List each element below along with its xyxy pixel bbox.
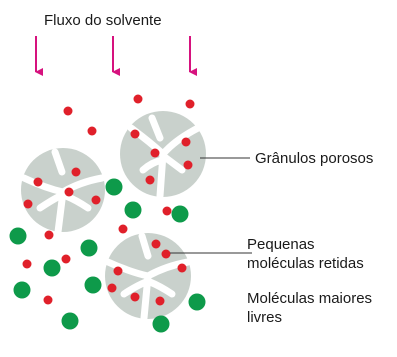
large-molecule: [124, 201, 142, 219]
small-molecule: [61, 254, 71, 264]
small-molecule: [130, 129, 140, 139]
small-molecule: [64, 187, 74, 197]
large-molecule: [13, 281, 31, 299]
small-molecule: [43, 295, 53, 305]
small-molecule: [181, 137, 191, 147]
small-molecule: [71, 167, 81, 177]
small-molecule: [33, 177, 43, 187]
small-molecule: [155, 296, 165, 306]
small-molecule: [23, 199, 33, 209]
large-molecules: [9, 178, 206, 333]
leader-lines: [170, 157, 252, 254]
solvent-flow-title: Fluxo do solvente: [44, 12, 162, 29]
small-molecule: [133, 94, 143, 104]
small-molecule: [87, 126, 97, 136]
small-molecule: [63, 106, 73, 116]
large-molecule: [9, 227, 27, 245]
small-molecules-label-line1: Pequenas: [247, 236, 315, 253]
solvent-flow-arrows: [35, 36, 197, 76]
small-molecule: [44, 230, 54, 240]
large-molecules-label-line1: Moléculas maiores: [247, 290, 372, 307]
small-molecules-label-line2: moléculas retidas: [247, 255, 364, 272]
small-molecule: [183, 160, 193, 170]
small-molecule: [91, 195, 101, 205]
small-molecule: [118, 224, 128, 234]
large-molecule: [105, 178, 123, 196]
large-molecule: [43, 259, 61, 277]
large-molecule: [188, 293, 206, 311]
small-molecule: [185, 99, 195, 109]
small-molecule: [151, 239, 161, 249]
small-molecule: [107, 283, 117, 293]
porous-granule: [20, 148, 106, 236]
small-molecule: [162, 206, 172, 216]
large-molecule: [171, 205, 189, 223]
large-molecule: [84, 276, 102, 294]
large-molecule: [80, 239, 98, 257]
granules-label: Grânulos porosos: [255, 150, 373, 167]
porous-granule: [120, 111, 206, 200]
large-molecules-label-line2: livres: [247, 309, 282, 326]
porous-granule: [104, 232, 192, 322]
small-molecule: [113, 266, 123, 276]
small-molecule: [22, 259, 32, 269]
small-molecule: [130, 292, 140, 302]
small-molecule: [150, 148, 160, 158]
large-molecule: [152, 315, 170, 333]
small-molecule: [161, 249, 171, 259]
small-molecules: [22, 94, 195, 306]
small-molecule: [145, 175, 155, 185]
small-molecule: [177, 263, 187, 273]
large-molecule: [61, 312, 79, 330]
